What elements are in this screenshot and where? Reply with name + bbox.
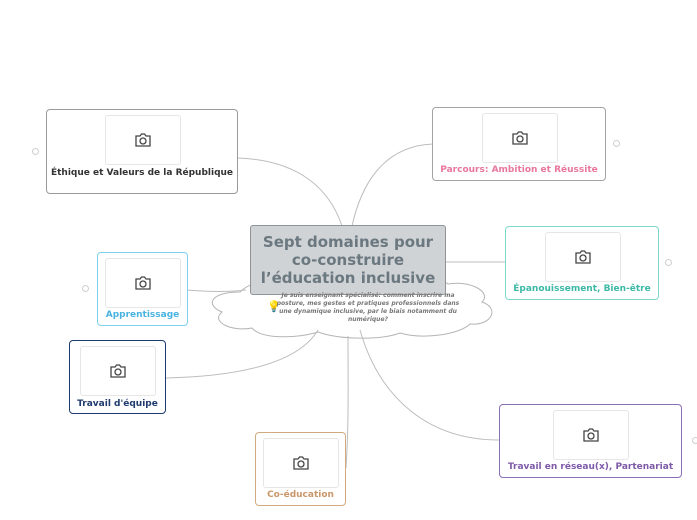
topic-parcours[interactable]: Parcours: Ambition et Réussite	[432, 107, 606, 181]
collapse-toggle[interactable]	[665, 259, 672, 266]
collapse-toggle[interactable]	[32, 148, 39, 155]
topic-label: Travail en réseau(x), Partenariat	[507, 462, 674, 472]
topic-coeducation[interactable]: Co-éducation	[255, 432, 346, 506]
topic-label: Co-éducation	[267, 490, 334, 500]
camera-icon	[512, 131, 528, 145]
image-placeholder[interactable]	[482, 113, 558, 163]
image-placeholder[interactable]	[553, 410, 629, 460]
central-topic-note: Je suis enseignant spécialisé: comment i…	[276, 292, 460, 323]
topic-label: Éthique et Valeurs de la République	[50, 168, 234, 178]
topic-label: Épanouissement, Bien-être	[513, 284, 651, 294]
camera-icon	[583, 428, 599, 442]
topic-ethique[interactable]: Éthique et Valeurs de la République	[46, 109, 238, 194]
collapse-toggle[interactable]	[692, 437, 697, 444]
central-topic-title: Sept domaines pour co-construire l’éduca…	[260, 233, 436, 287]
topic-reseau-partenariat[interactable]: Travail en réseau(x), Partenariat	[499, 404, 682, 478]
topic-epanouissement[interactable]: Épanouissement, Bien-être	[505, 226, 659, 300]
topic-label: Travail d'équipe	[77, 399, 158, 409]
camera-icon	[135, 133, 151, 147]
topic-travail-equipe[interactable]: Travail d'équipe	[69, 340, 166, 414]
collapse-toggle[interactable]	[613, 140, 620, 147]
topic-label: Parcours: Ambition et Réussite	[440, 165, 598, 175]
image-placeholder[interactable]	[105, 115, 181, 165]
image-placeholder[interactable]	[80, 346, 156, 396]
camera-icon	[110, 364, 126, 378]
camera-icon	[575, 250, 591, 264]
camera-icon	[293, 456, 309, 470]
central-topic[interactable]: Sept domaines pour co-construire l’éduca…	[250, 225, 446, 295]
topic-label: Apprentissage	[105, 310, 180, 320]
image-placeholder[interactable]	[545, 232, 621, 282]
image-placeholder[interactable]	[105, 258, 181, 308]
topic-apprentissage[interactable]: Apprentissage	[97, 252, 188, 326]
camera-icon	[135, 276, 151, 290]
collapse-toggle[interactable]	[82, 285, 89, 292]
lightbulb-icon: 💡	[267, 300, 281, 313]
image-placeholder[interactable]	[263, 438, 339, 488]
